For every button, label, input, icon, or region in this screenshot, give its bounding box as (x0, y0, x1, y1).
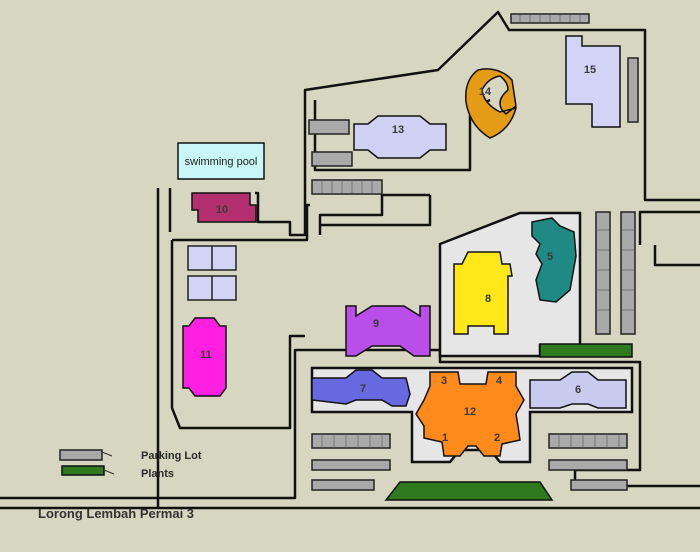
parking-lot (311, 459, 391, 471)
building-7 (311, 369, 411, 407)
legend: Parking Lot Plants (101, 450, 202, 480)
building-6-label: 6 (575, 384, 581, 396)
legend-plants-label: Plants (141, 468, 174, 480)
building-10-label: 10 (216, 204, 228, 216)
sports-courts (187, 245, 237, 301)
building-8-label: 8 (485, 293, 491, 305)
building-6 (529, 371, 627, 409)
parking-lot (308, 119, 350, 135)
building-14-label: 14 (479, 86, 492, 98)
parking-lot (595, 211, 611, 335)
building-9 (345, 305, 431, 357)
parking-lot (311, 433, 391, 449)
parking-lot (548, 459, 628, 471)
building-5-label: 5 (547, 251, 553, 263)
plants-bed (384, 481, 554, 501)
building-14 (465, 68, 518, 139)
plants-strip (539, 343, 633, 358)
building-11-label: 11 (200, 349, 212, 361)
building-10 (191, 192, 257, 223)
parking-lot (627, 57, 639, 123)
parking-lot (620, 211, 636, 335)
parking-lot (311, 151, 353, 167)
building-1-label: 1 (442, 432, 448, 444)
parking-lot (570, 479, 628, 491)
building-9-label: 9 (373, 318, 379, 330)
road-name-label: Lorong Lembah Permai 3 (38, 506, 194, 521)
building-3-label: 3 (441, 375, 447, 387)
parking-lot (311, 179, 383, 195)
legend-parking-swatch (59, 449, 103, 461)
parking-lot (311, 479, 375, 491)
parking-stripes (321, 14, 635, 448)
building-8 (453, 251, 513, 335)
building-2-label: 2 (494, 432, 500, 444)
building-15 (565, 35, 621, 128)
building-4-label: 4 (496, 375, 503, 387)
parking-lots (59, 13, 639, 491)
parking-lot (548, 433, 628, 449)
building-13 (353, 115, 447, 159)
legend-plants-swatch (61, 465, 105, 476)
building-5 (531, 217, 577, 303)
legend-parking-label: Parking Lot (141, 450, 202, 462)
building-12-label: 12 (464, 406, 476, 418)
building-15-label: 15 (584, 64, 596, 76)
building-12-complex (415, 371, 525, 457)
building-11 (182, 317, 227, 397)
swimming-pool-label: swimming pool (185, 156, 258, 168)
building-7-label: 7 (360, 383, 366, 395)
building-13-label: 13 (392, 124, 404, 136)
swimming-pool (177, 142, 265, 180)
